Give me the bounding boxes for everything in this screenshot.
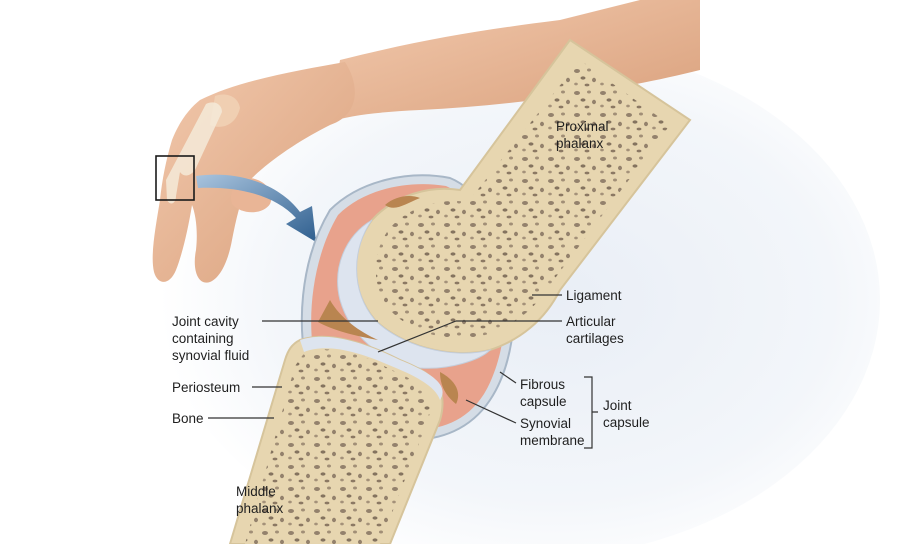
finger-zoom-box — [155, 155, 195, 201]
label-proximal-phalanx: Proximal phalanx — [556, 119, 609, 151]
hand-illustration — [152, 0, 700, 283]
leader-synovial-membrane — [465, 399, 517, 424]
synovial-fluid — [318, 196, 459, 404]
label-joint-capsule: Joint capsule — [603, 398, 650, 430]
joint-capsule-bracket — [584, 376, 598, 449]
label-articular-cartilages: Articular cartilages — [566, 314, 624, 346]
label-synovial-membrane: Synovial membrane — [520, 416, 585, 448]
label-joint-cavity: Joint cavity containing synovial fluid — [172, 314, 250, 363]
label-periosteum: Periosteum — [172, 380, 241, 395]
label-middle-phalanx: Middle phalanx — [236, 484, 284, 516]
label-fibrous-capsule: Fibrous capsule — [520, 377, 567, 409]
leader-articular-b — [377, 320, 457, 353]
leader-lines — [208, 294, 598, 449]
flexion-arrow-icon — [196, 174, 316, 242]
middle-phalanx-bone — [228, 335, 444, 544]
label-bone: Bone — [172, 411, 204, 426]
label-ligament: Ligament — [566, 288, 622, 303]
leader-fibrous-capsule — [499, 371, 517, 384]
